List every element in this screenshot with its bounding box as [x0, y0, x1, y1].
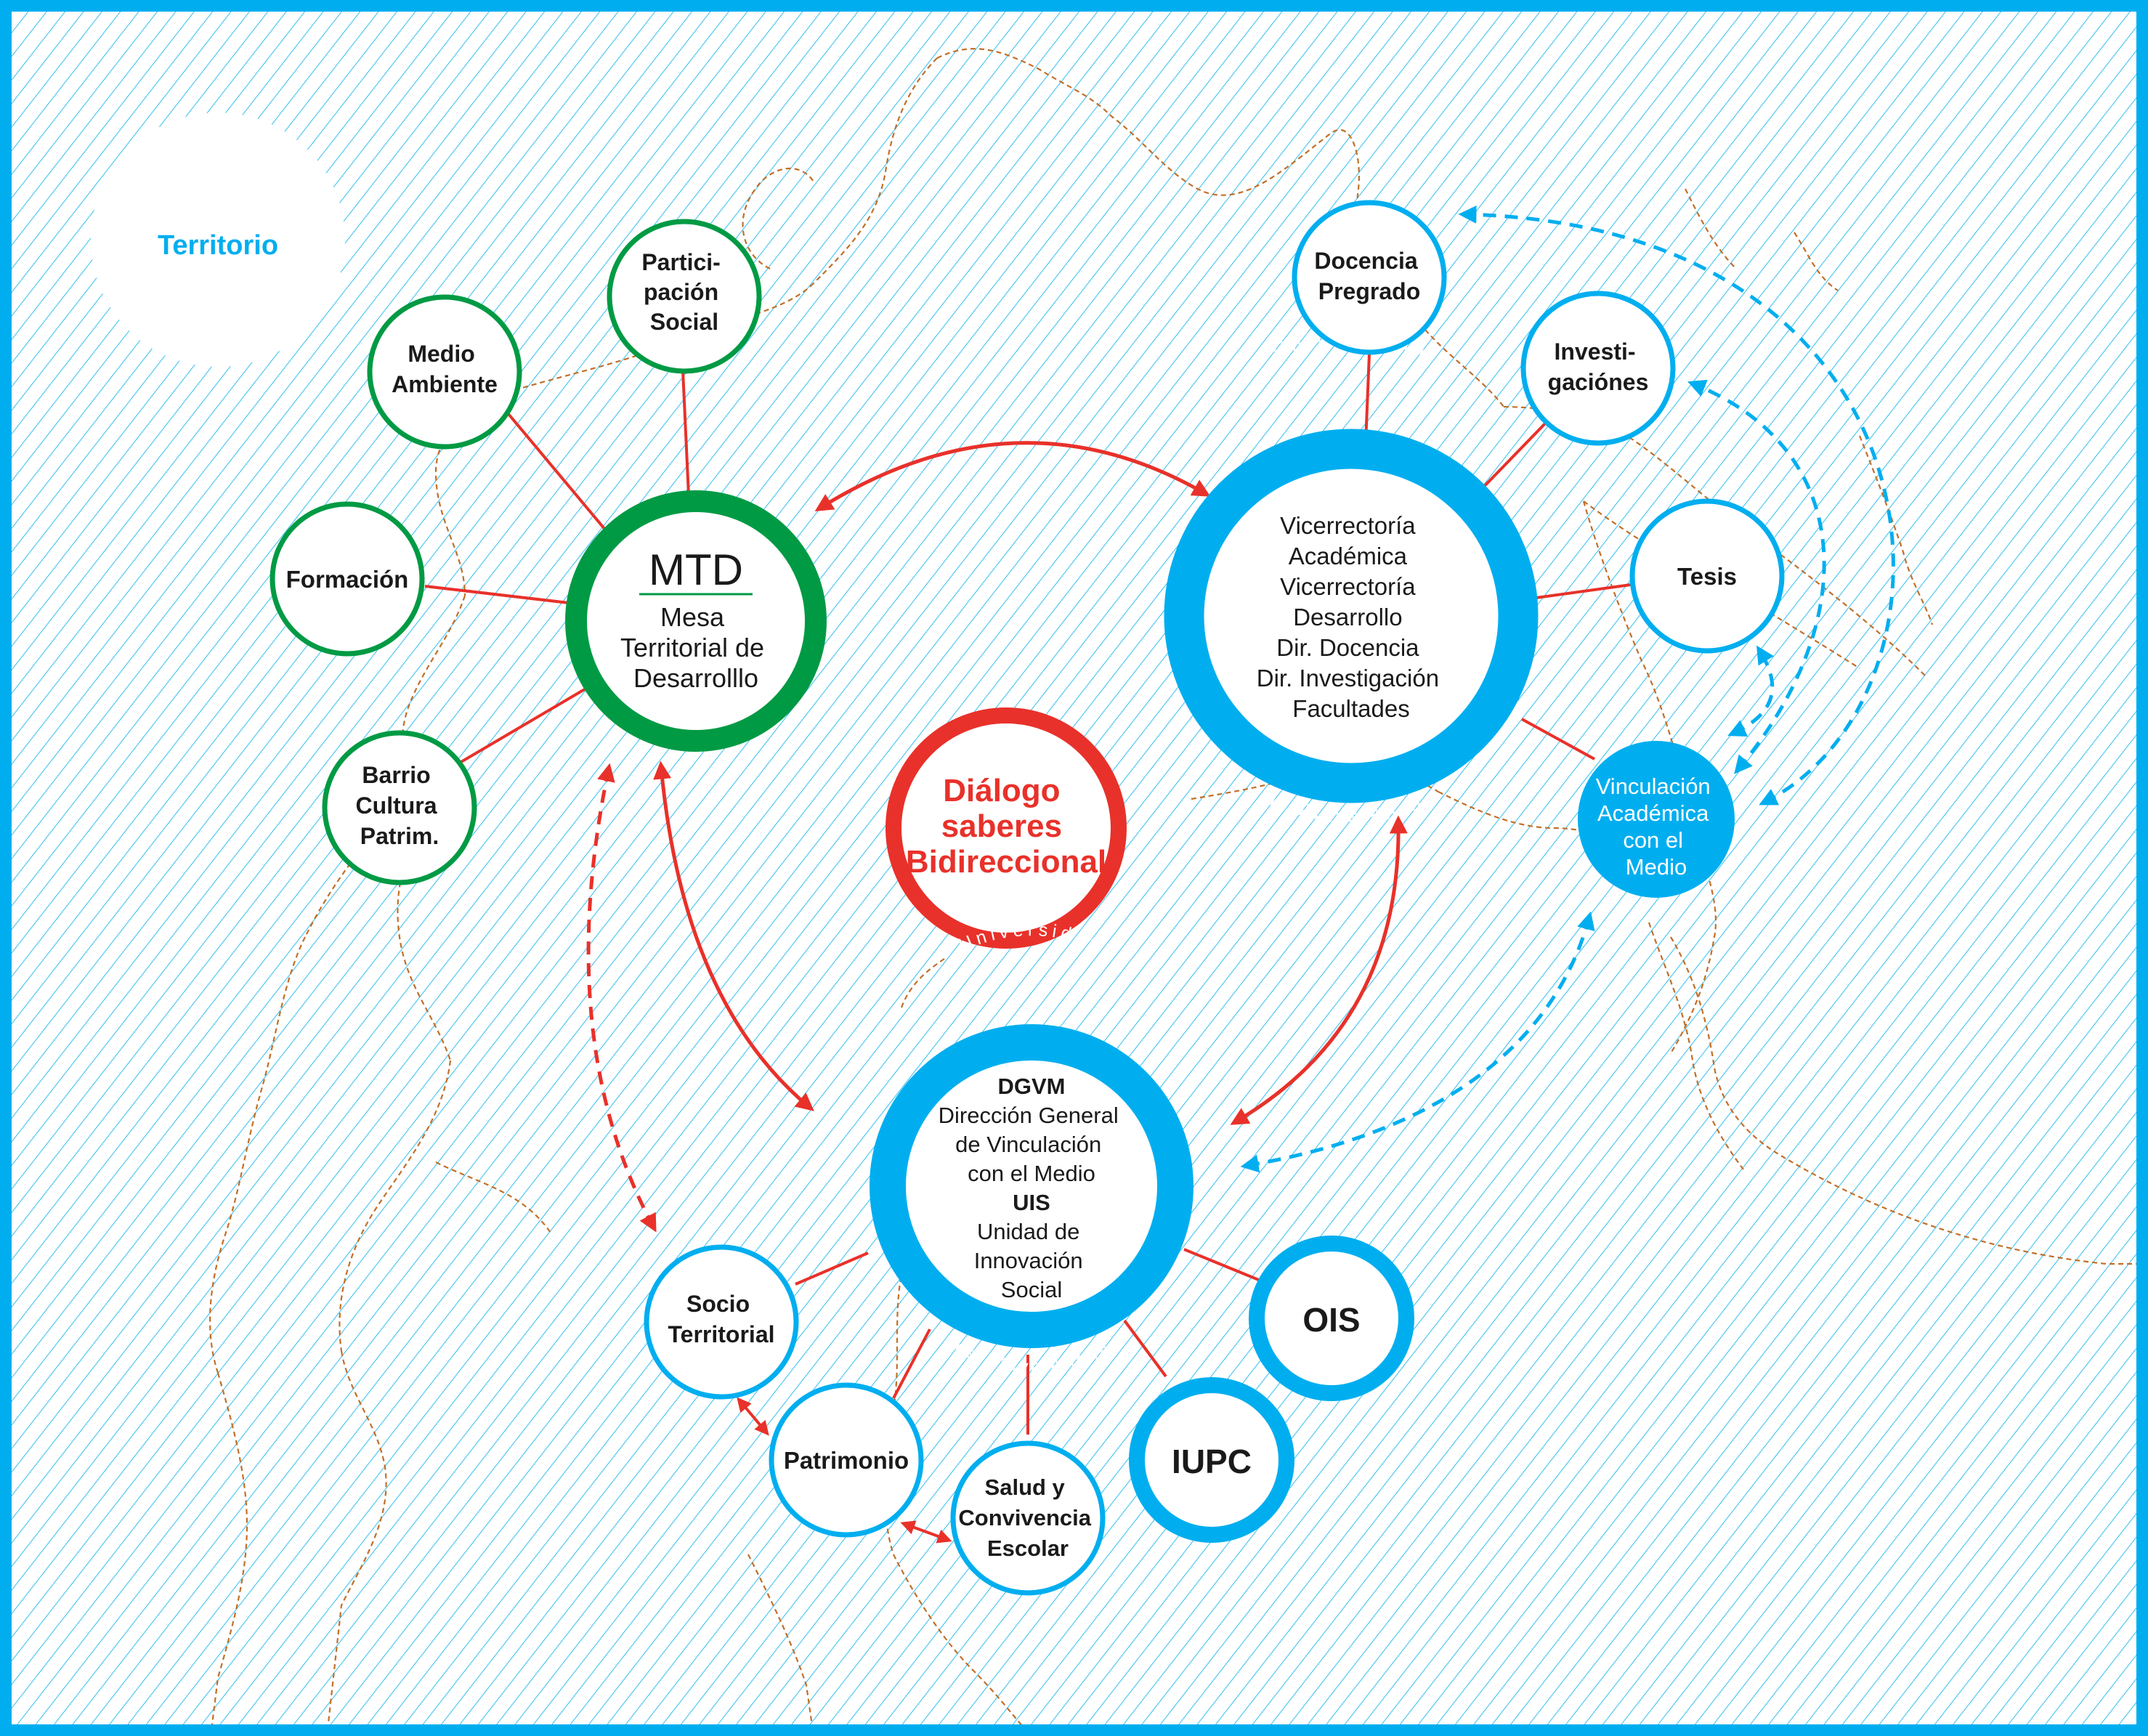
arrow-vinculacion-docencia	[1458, 205, 1895, 806]
arrow-vinculacion-dgvm	[1240, 911, 1595, 1173]
dialogo-circle[interactable]: Diálogo saberes Bidireccional	[885, 707, 1127, 949]
territorio-label: Territorio	[158, 230, 278, 261]
node-medio-ambiente[interactable]: Medio Ambiente	[367, 294, 522, 450]
arrow-mtd-dgvm	[653, 760, 814, 1111]
node-investigaciones[interactable]: Investi- gaciónes	[1520, 291, 1676, 446]
node-vinculacion-academica[interactable]: Vinculación Académica con el Medio	[1578, 741, 1735, 898]
uis-description: Unidad de Innovación Social	[974, 1219, 1090, 1302]
node-salud-convivencia[interactable]: Salud y Convivencia Escolar	[950, 1440, 1106, 1596]
docencia-label: Docencia Pregrado	[1314, 248, 1424, 304]
node-barrio-cultura[interactable]: Barrio Cultura Patrim.	[322, 730, 477, 885]
mtd-acronym: MTD	[649, 545, 743, 594]
patrimonio-label: Patrimonio	[784, 1447, 909, 1474]
formacion-label: Formación	[286, 566, 409, 593]
mtd-description: Mesa Territorial de Desarrolllo	[620, 602, 771, 693]
node-formacion[interactable]: Formación	[269, 501, 425, 657]
arrow-vinculacion-investigaciones	[1687, 379, 1826, 774]
investigaciones-label: Investi- gaciónes	[1548, 338, 1649, 395]
barrio-cultura-label: Barrio Cultura Patrim.	[356, 762, 444, 849]
socio-territorial-label: Socio Territorial	[668, 1291, 775, 1347]
vinculacion-label: Vinculación Académica con el Medio	[1596, 774, 1717, 880]
arrow-vinculacion-tesis	[1727, 645, 1775, 737]
participacion-social-label: Partici- pación Social	[641, 249, 726, 335]
node-iupc[interactable]: IUPC	[1129, 1377, 1294, 1543]
node-docencia-pregrado[interactable]: Docencia Pregrado	[1292, 200, 1447, 355]
arrow-mtd-socio	[586, 763, 657, 1233]
dgvm-description: Dirección General de Vinculación con el …	[939, 1103, 1125, 1186]
territorio-blob	[91, 113, 345, 367]
tesis-label: Tesis	[1677, 563, 1737, 590]
dgvm-title: DGVM	[998, 1074, 1066, 1099]
ois-label: OIS	[1302, 1301, 1360, 1339]
node-patrimonio[interactable]: Patrimonio	[769, 1382, 924, 1538]
node-socio-territorial[interactable]: Socio Territorial	[644, 1244, 799, 1400]
iupc-label: IUPC	[1172, 1443, 1252, 1480]
node-participacion-social[interactable]: Partici- pación Social	[607, 219, 762, 374]
uis-title: UIS	[1013, 1190, 1050, 1215]
node-ois[interactable]: OIS	[1249, 1236, 1414, 1401]
mtd-hub[interactable]: MTD Mesa Territorial de Desarrolllo	[565, 490, 827, 752]
medio-ambiente-label: Medio Ambiente	[392, 341, 498, 397]
blue-arrows	[1240, 205, 1895, 1173]
arrow-mtd-academic	[814, 441, 1211, 511]
academic-description: Vicerrectoría Académica Vicerrectoría De…	[1257, 512, 1446, 722]
node-tesis[interactable]: Tesis	[1629, 498, 1785, 654]
dialogo-label: Diálogo saberes Bidireccional	[906, 773, 1106, 880]
small-red-arrows	[737, 1397, 952, 1544]
salud-convivencia-label: Salud y Convivencia Escolar	[958, 1475, 1097, 1561]
